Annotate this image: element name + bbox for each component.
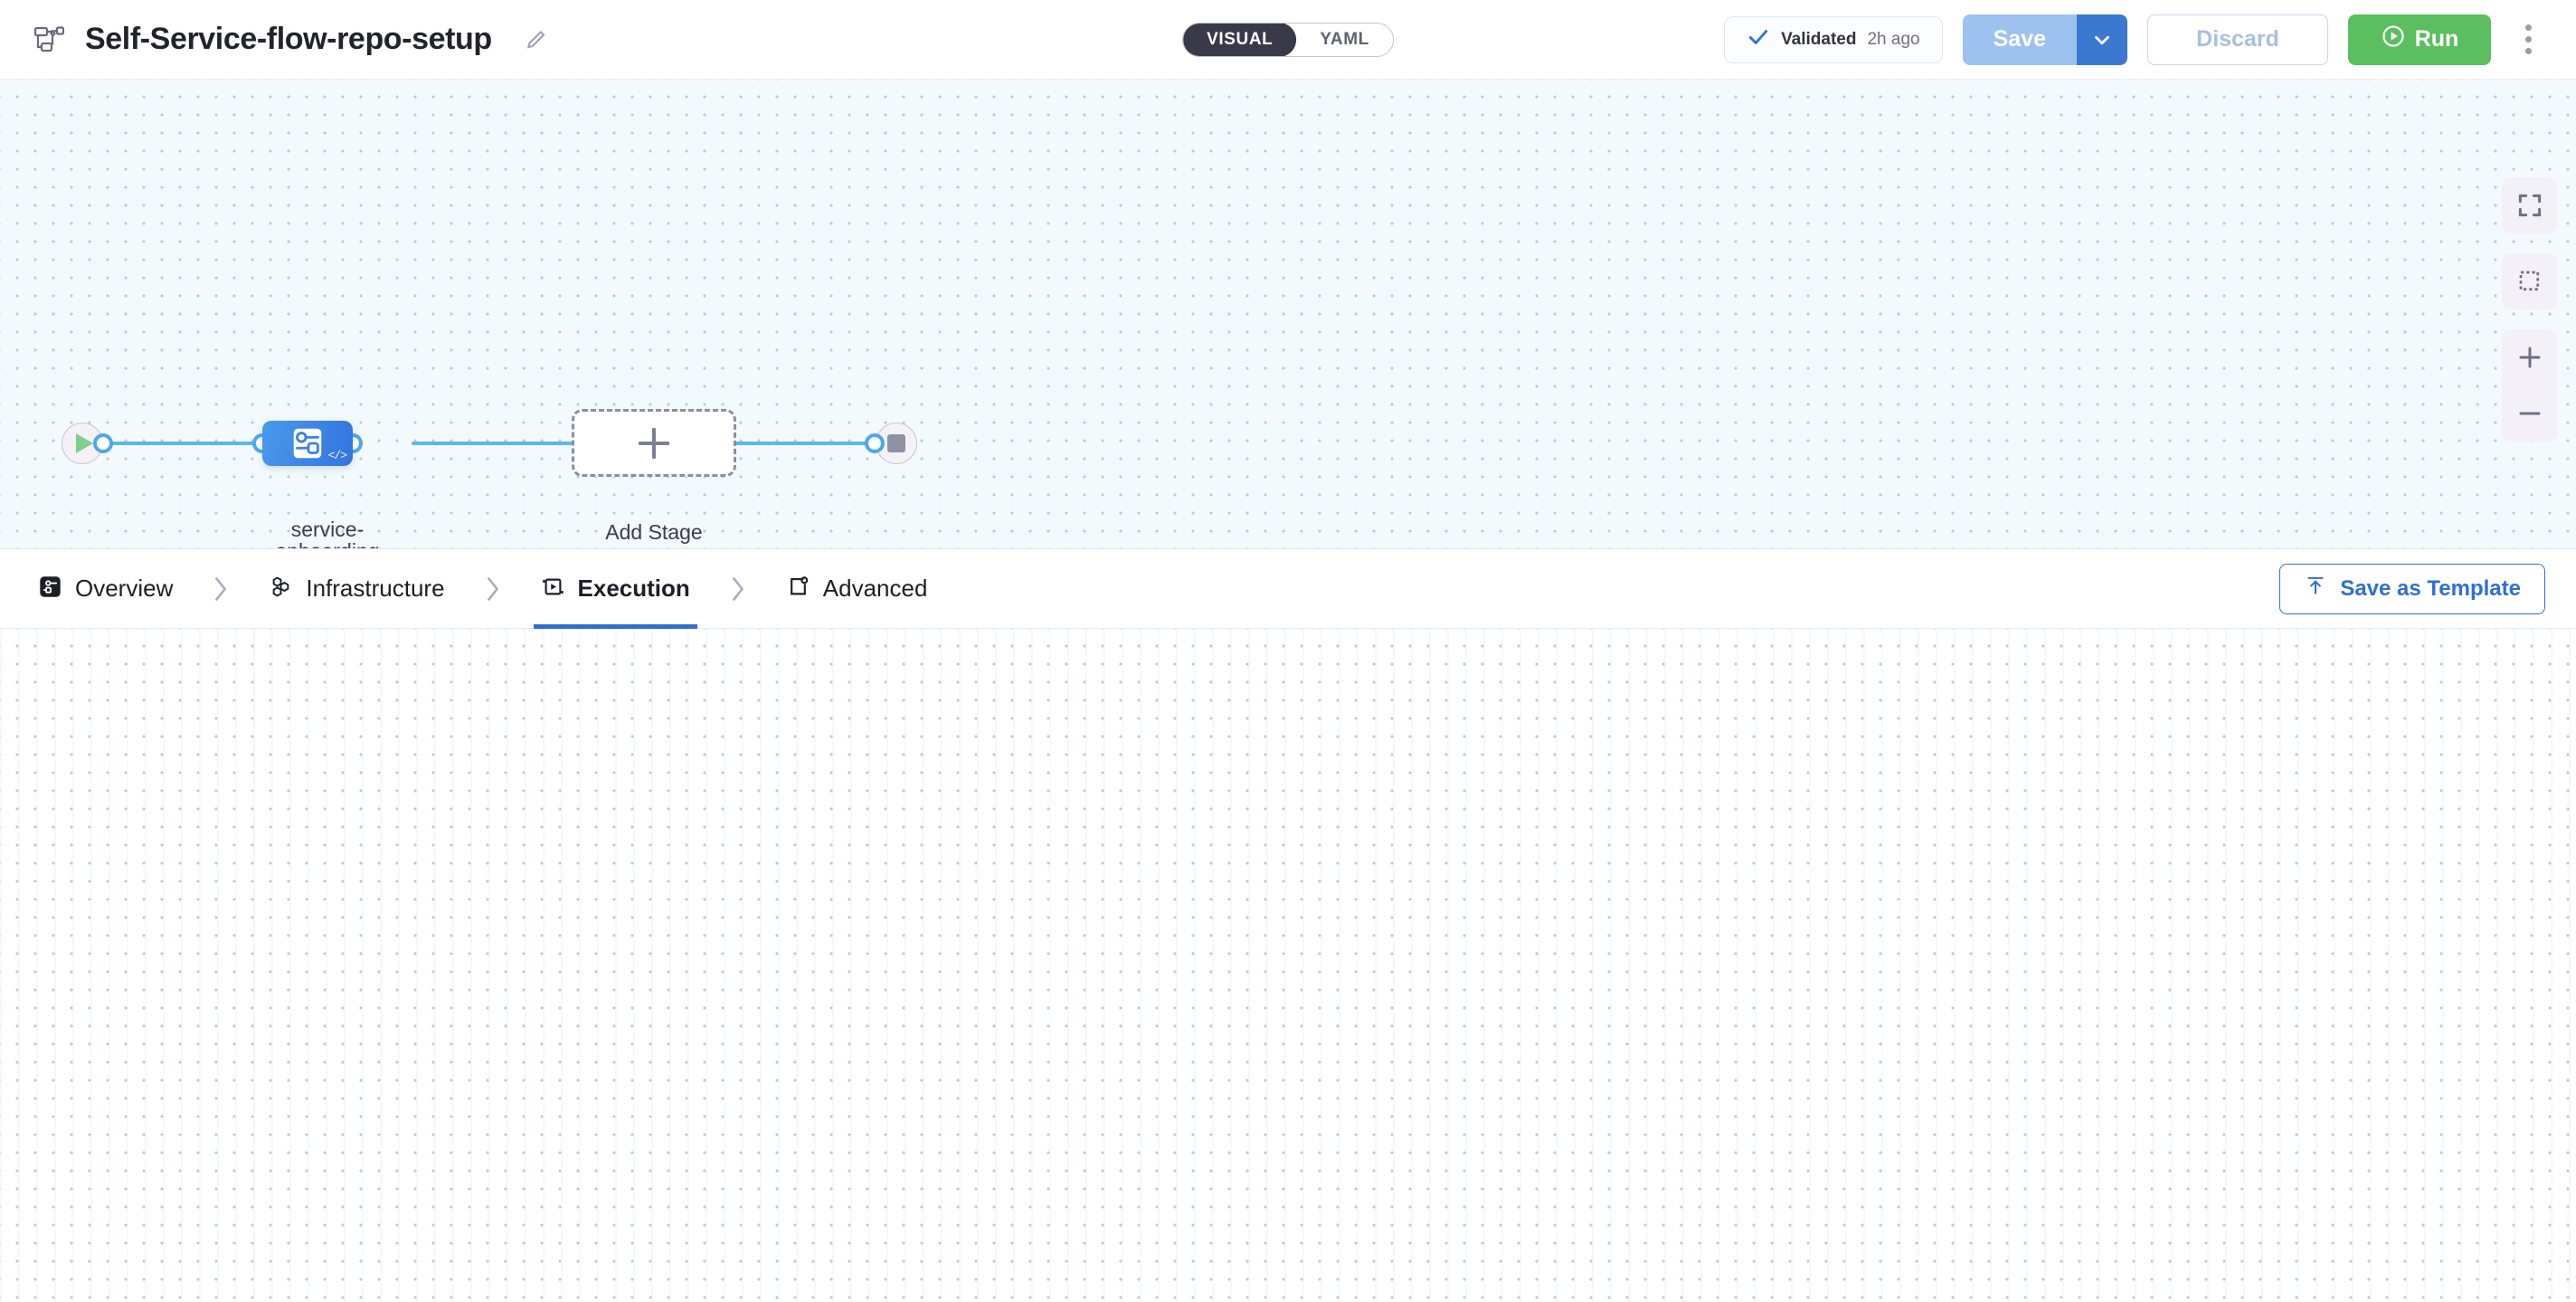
tab-infrastructure[interactable]: Infrastructure <box>261 549 451 629</box>
advanced-gear-icon <box>786 575 810 603</box>
tab-execution-label: Execution <box>577 575 690 602</box>
add-stage-button[interactable] <box>572 409 736 477</box>
stage-wire-2 <box>412 442 574 445</box>
start-output-port[interactable] <box>93 433 113 453</box>
run-label: Run <box>2414 26 2459 52</box>
stage-canvas-controls <box>2502 177 2558 442</box>
plus-icon <box>639 427 669 459</box>
execution-steps-canvas[interactable]: </> CookieCutter </> CreateRepo <box>0 629 2576 1302</box>
save-button-group[interactable]: Save <box>1962 14 2127 65</box>
chevron-right-icon-3 <box>697 575 779 603</box>
tab-infrastructure-label: Infrastructure <box>306 575 445 602</box>
stage-code-badge: </> <box>327 449 347 462</box>
chevron-right-icon-2 <box>452 575 534 603</box>
save-as-template-button[interactable]: Save as Template <box>2279 563 2545 614</box>
tab-overview[interactable]: Overview <box>31 549 180 629</box>
header-left: Self-Service-flow-repo-setup <box>31 22 552 58</box>
selection-box-icon[interactable] <box>2502 253 2558 309</box>
tab-advanced[interactable]: Advanced <box>779 549 935 629</box>
stage-wire-3 <box>724 442 886 445</box>
header-actions: Validated 2h ago Save Discard <box>1724 14 2545 65</box>
save-options-chevron-down-icon[interactable] <box>2077 14 2127 65</box>
tab-advanced-label: Advanced <box>822 575 928 602</box>
view-mode-toggle[interactable]: VISUAL YAML <box>1182 22 1394 57</box>
status-badge: Validated 2h ago <box>1724 15 1943 63</box>
kebab-menu-icon[interactable] <box>2511 14 2545 65</box>
validated-time: 2h ago <box>1867 29 1920 49</box>
play-circle-icon <box>2381 24 2406 55</box>
infrastructure-icon <box>269 575 293 603</box>
pipeline-flow-icon <box>31 22 67 58</box>
run-button[interactable]: Run <box>2348 14 2491 65</box>
stage-node-caption: service-onboarding <box>275 518 379 548</box>
tab-overview-label: Overview <box>75 575 174 602</box>
end-input-port[interactable] <box>865 433 885 453</box>
deployment-stage-icon <box>293 428 322 459</box>
save-button[interactable]: Save <box>1962 14 2077 65</box>
add-stage-label: Add Stage <box>605 520 703 544</box>
page-title: Self-Service-flow-repo-setup <box>85 22 492 56</box>
execution-icon <box>541 575 565 603</box>
tab-execution[interactable]: Execution <box>533 549 698 629</box>
overview-icon <box>38 575 62 603</box>
app-header: Self-Service-flow-repo-setup VISUAL YAML <box>0 0 2576 80</box>
play-triangle-icon <box>76 433 93 453</box>
fit-screen-icon[interactable] <box>2502 177 2558 233</box>
toggle-visual[interactable]: VISUAL <box>1183 23 1297 56</box>
stage-wire-1 <box>99 442 280 445</box>
check-icon <box>1747 25 1770 53</box>
zoom-controls <box>2502 329 2558 442</box>
zoom-in-plus-icon[interactable] <box>2502 329 2558 385</box>
stage-tabbar: Overview Infrastructure <box>0 549 2576 629</box>
zoom-out-minus-icon[interactable] <box>2502 385 2558 442</box>
edit-pencil-icon[interactable] <box>521 24 552 55</box>
toggle-yaml[interactable]: YAML <box>1320 29 1369 49</box>
stop-square-icon <box>887 434 905 452</box>
validated-label: Validated <box>1781 29 1857 49</box>
stage-canvas[interactable]: </> service-onboarding Add Stage <box>0 80 2576 549</box>
upload-template-icon <box>2304 574 2327 603</box>
chevron-right-icon <box>180 575 261 603</box>
end-node[interactable] <box>876 423 917 464</box>
discard-button[interactable]: Discard <box>2147 14 2328 65</box>
stage-node-service-onboarding[interactable]: </> <box>262 421 353 466</box>
save-as-template-label: Save as Template <box>2340 575 2521 601</box>
